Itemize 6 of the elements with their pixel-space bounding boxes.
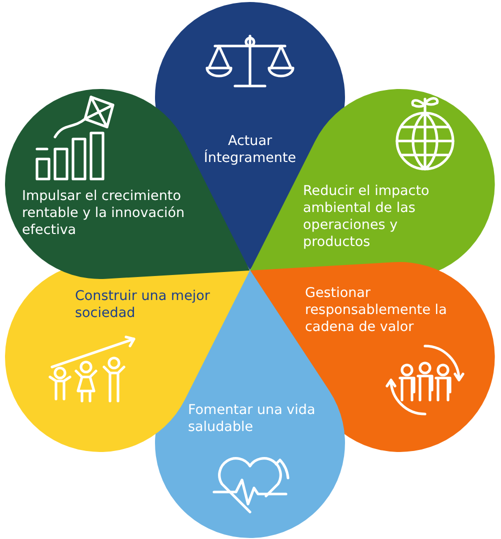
petal-label: Reducir el impacto ambiental de las operaciones y productos bbox=[303, 183, 430, 251]
petal-label: Impulsar el crecimiento rentable y la innovación efectiva bbox=[22, 188, 186, 239]
petal-label: Gestionar responsablemente la cadena de valor bbox=[305, 285, 448, 336]
petal-label: Fomentar una vida saludable bbox=[188, 402, 316, 436]
petal-label: Actuar Íntegramente bbox=[202, 133, 298, 167]
petal-label: Construir una mejor sociedad bbox=[74, 288, 211, 322]
